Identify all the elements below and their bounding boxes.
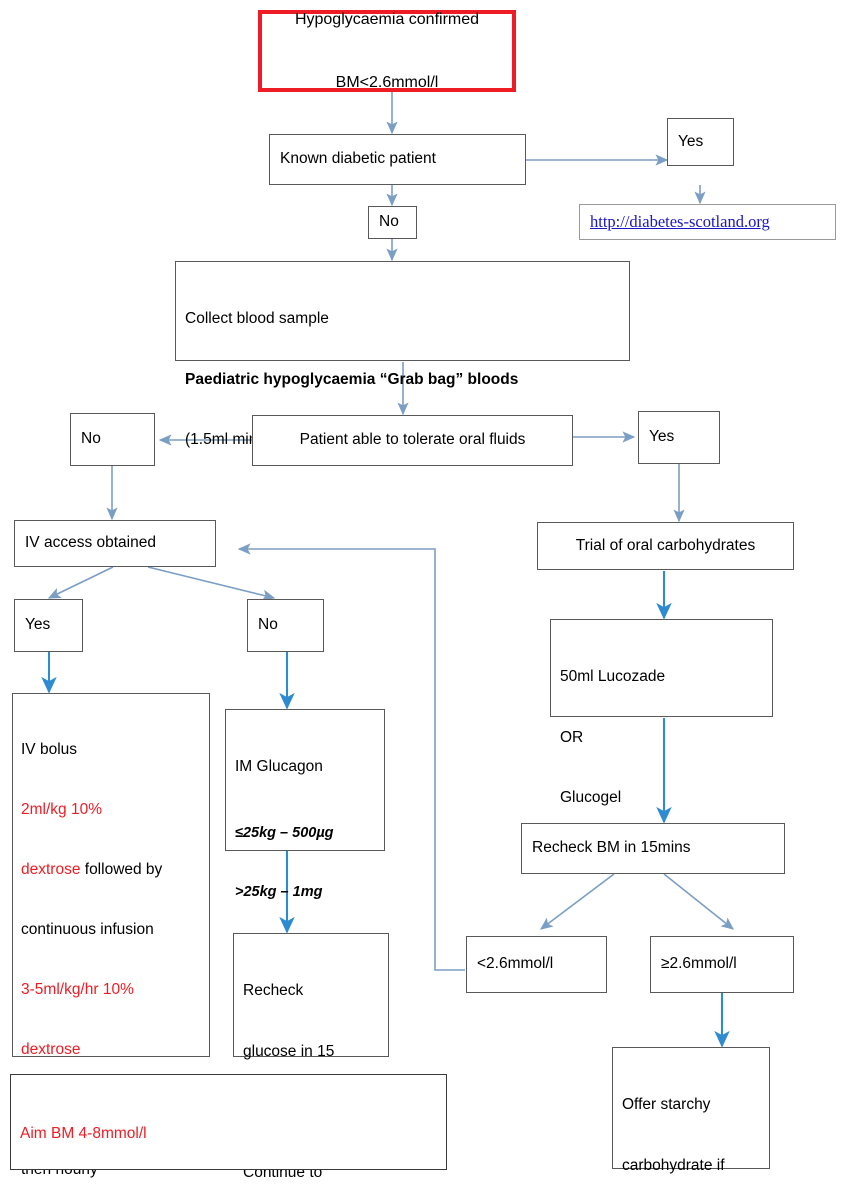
iv-access-yes-label: Yes [25, 616, 51, 634]
lucozade-line-3: Glucogel [560, 789, 622, 807]
collect-blood-line-2: Paediatric hypoglycaemia “Grab bag” bloo… [185, 370, 519, 388]
oral-fluids-yes-label: Yes [649, 428, 675, 446]
node-oral-fluids-yes: Yes [638, 411, 720, 464]
node-iv-access-no: No [247, 599, 324, 652]
diabetes-scotland-url[interactable]: http://diabetes-scotland.org [590, 212, 770, 232]
offer-starchy-line-1: Offer starchy [622, 1096, 711, 1114]
recheck-bm-label: Recheck BM in 15mins [532, 839, 691, 857]
node-oral-fluids-no: No [70, 413, 155, 466]
node-patient-tolerate-oral-fluids: Patient able to tolerate oral fluids [252, 415, 573, 466]
known-diabetic-no-label: No [379, 213, 399, 231]
lucozade-line-2: OR [560, 728, 584, 746]
edge-iv-access-to-yes [47, 566, 114, 599]
node-known-diabetic-no: No [368, 206, 417, 239]
iv-bolus-dextrose-1: dextrose [21, 860, 81, 878]
im-glucagon-dose-over-25kg: >25kg – 1mg [235, 883, 323, 900]
recheck-glucose-line-2: glucose in 15 [243, 1042, 335, 1060]
known-diabetic-label: Known diabetic patient [280, 150, 436, 168]
node-aim-bm-alert: Aim BM 4-8mmol/l All patients with hypog… [10, 1074, 447, 1170]
iv-bolus-line-4: continuous infusion [21, 920, 154, 938]
node-recheck-bm-15mins: Recheck BM in 15mins [521, 823, 785, 874]
offer-starchy-line-2: carbohydrate if [622, 1156, 725, 1174]
header-line-2: BM<2.6mmol/l [335, 74, 439, 92]
edge-iv-access-to-no [147, 566, 276, 601]
iv-bolus-dextrose-2: dextrose [21, 1040, 81, 1058]
collect-blood-line-1: Collect blood sample [185, 310, 329, 328]
trial-oral-carbs-label: Trial of oral carbohydrates [575, 536, 756, 554]
iv-bolus-dose-bolus: 2ml/kg 10% [21, 800, 102, 818]
iv-bolus-followed-by: followed by [80, 860, 163, 878]
node-trial-oral-carbohydrates: Trial of oral carbohydrates [537, 522, 794, 570]
node-bm-at-or-above-threshold: ≥2.6mmol/l [650, 936, 794, 993]
node-collect-blood-sample: Collect blood sample Paediatric hypoglyc… [175, 261, 630, 448]
node-recheck-glucose: Recheck glucose in 15 mins. Continue to … [233, 933, 389, 1181]
iv-access-label: IV access obtained [25, 534, 156, 552]
aim-alert-line-1: Aim BM 4-8mmol/l [20, 1124, 147, 1142]
edge-recheck-bm-to-ok [663, 873, 735, 930]
lucozade-line-1: 50ml Lucozade [560, 668, 666, 686]
bm-ok-label: ≥2.6mmol/l [661, 955, 737, 973]
node-iv-bolus-protocol: IV bolus 2ml/kg 10% dextrose followed by… [12, 693, 210, 1178]
iv-bolus-dose-infusion: 3-5ml/kg/hr 10% [21, 980, 134, 998]
im-glucagon-dose-under-25kg: ≤25kg – 500µg [235, 824, 334, 841]
node-iv-access-obtained: IV access obtained [14, 520, 216, 567]
node-iv-access-yes: Yes [14, 599, 83, 652]
iv-access-no-label: No [258, 616, 278, 634]
node-known-diabetic-yes: Yes [667, 118, 734, 166]
recheck-glucose-line-1: Recheck [243, 982, 304, 1000]
known-diabetic-yes-label: Yes [678, 132, 704, 150]
node-known-diabetic-patient: Known diabetic patient [269, 134, 526, 185]
header-line-1: Hypoglycaemia confirmed [294, 10, 480, 28]
node-hypoglycaemia-confirmed: Hypoglycaemia confirmed BM<2.6mmol/l [258, 10, 516, 92]
node-lucozade-or-glucogel: 50ml Lucozade OR Glucogel [550, 619, 773, 806]
node-diabetes-scotland-link[interactable]: http://diabetes-scotland.org [579, 204, 836, 240]
iv-bolus-line-1: IV bolus [21, 740, 78, 758]
bm-low-label: <2.6mmol/l [477, 955, 554, 973]
node-offer-starchy-carbohydrate: Offer starchy carbohydrate if able to to… [612, 1047, 770, 1174]
oral-fluids-no-label: No [81, 430, 101, 448]
node-bm-below-threshold: <2.6mmol/l [466, 936, 607, 993]
im-glucagon-title: IM Glucagon [235, 758, 323, 776]
node-im-glucagon: IM Glucagon ≤25kg – 500µg >25kg – 1mg [225, 709, 385, 900]
oral-fluids-label: Patient able to tolerate oral fluids [299, 431, 526, 449]
edge-recheck-bm-to-low [539, 873, 615, 930]
